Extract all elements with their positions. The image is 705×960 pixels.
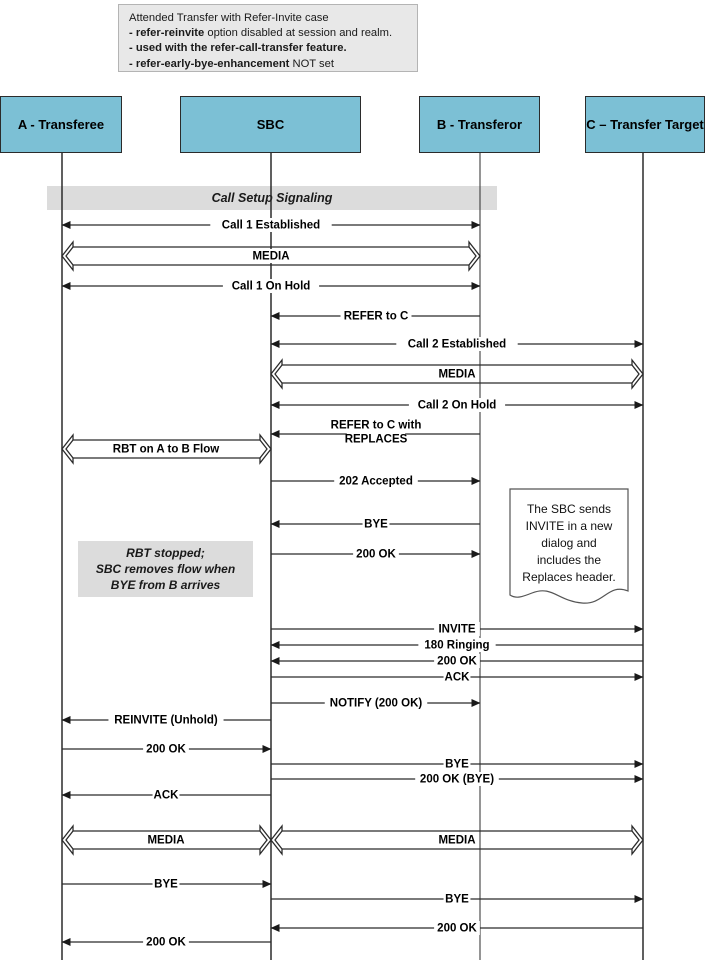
message-label-bye: BYE <box>364 519 388 531</box>
phase-band-call-setup-signaling: Call Setup Signaling <box>47 186 497 210</box>
note-rbt-line-1: RBT stopped; <box>126 546 205 560</box>
message-label-200-ok: 200 OK <box>437 656 477 668</box>
message-label-rbt-on-a-to-b-flow: RBT on A to B Flow <box>113 444 220 456</box>
actor-box-b-transferor[interactable]: B - Transferor <box>419 96 540 153</box>
message-label-bg <box>324 696 428 710</box>
note-rbt-line-3: BYE from B arrives <box>110 578 221 592</box>
message-label-bg <box>143 742 189 756</box>
message-label-bg <box>108 713 224 727</box>
message-label-call-2-on-hold: Call 2 On Hold <box>418 400 497 412</box>
message-label-call-1-established: Call 1 Established <box>222 220 320 232</box>
message-label-media: MEDIA <box>438 369 475 381</box>
message-label-bg <box>415 772 499 786</box>
message-label-bg <box>324 418 428 432</box>
message-label-invite: INVITE <box>438 624 475 636</box>
title-note-line-3: - used with the refer-call-transfer feat… <box>129 41 409 56</box>
message-label-bg <box>362 517 390 531</box>
message-label-call-2-established: Call 2 Established <box>408 339 506 351</box>
message-label-refer-to-c: REFER to C <box>344 311 409 323</box>
title-note-line-1: Attended Transfer with Refer-Invite case <box>129 12 329 24</box>
title-note-line-4-bold: - refer-early-bye-enhancement <box>129 57 290 70</box>
message-label-bye: BYE <box>154 879 178 891</box>
message-label-bg <box>437 367 477 381</box>
title-note-line-2-bold: - refer-reinvite <box>129 27 205 40</box>
message-label-bg <box>146 833 186 847</box>
message-label-202-accepted: 202 Accepted <box>339 476 413 488</box>
title-note-line-2: - refer-reinvite option disabled at sess… <box>129 26 409 41</box>
title-note-line-4: - refer-early-bye-enhancement NOT set <box>129 57 409 72</box>
message-label-bg <box>143 935 189 949</box>
message-22 <box>270 824 644 856</box>
torn-note-line-3: dialog and <box>541 536 597 550</box>
message-label-bg <box>418 638 496 652</box>
message-label-media: MEDIA <box>438 835 475 847</box>
message-label-media: MEDIA <box>252 251 289 263</box>
message-label-bg <box>210 218 332 232</box>
message-1 <box>61 240 481 272</box>
note-rbt-line-2: SBC removes flow when <box>95 562 236 576</box>
message-label-bg <box>251 249 291 263</box>
message-label-200-ok: 200 OK <box>146 744 186 756</box>
message-label-200-ok: 200 OK <box>356 549 396 561</box>
message-21 <box>61 824 272 856</box>
message-5 <box>270 358 644 390</box>
message-label-ack: ACK <box>154 790 180 802</box>
title-note: Attended Transfer with Refer-Invite case… <box>118 4 418 72</box>
message-label-bg <box>152 877 180 891</box>
message-label-bg <box>346 432 406 446</box>
torn-note-line-1: The SBC sends <box>526 502 612 516</box>
message-label-bye: BYE <box>445 894 469 906</box>
message-label-bye: BYE <box>445 759 469 771</box>
torn-note-line-4: includes the <box>536 553 602 567</box>
actor-box-sbc[interactable]: SBC <box>180 96 361 153</box>
message-label-bg <box>434 921 480 935</box>
message-label-media: MEDIA <box>147 835 184 847</box>
message-label-bg <box>340 309 412 323</box>
message-label-200-ok-bye: 200 OK (BYE) <box>420 774 494 786</box>
message-label-bg <box>334 474 418 488</box>
message-label-bg <box>105 442 227 456</box>
torn-note-shape <box>509 488 629 604</box>
message-label-bg <box>222 279 320 293</box>
message-label-bg <box>443 892 471 906</box>
torn-note-line-2: INVITE in a new <box>525 519 613 533</box>
message-label-bg <box>396 337 518 351</box>
message-label-notify-200-ok: NOTIFY (200 OK) <box>330 698 423 710</box>
message-label-replaces: REPLACES <box>345 434 408 446</box>
message-label-bg <box>408 398 506 412</box>
message-label-bg <box>152 788 180 802</box>
message-label-bg <box>443 757 471 771</box>
message-label-180-ringing: 180 Ringing <box>424 640 489 652</box>
actor-box-c-transfer-target[interactable]: C – Transfer Target <box>585 96 705 153</box>
title-note-line-3-bold: - used with the refer-call-transfer feat… <box>129 42 347 55</box>
message-label-reinvite-unhold: REINVITE (Unhold) <box>114 715 218 727</box>
message-label-call-1-on-hold: Call 1 On Hold <box>232 281 311 293</box>
message-label-bg <box>437 833 477 847</box>
message-label-bg <box>434 654 480 668</box>
message-label-200-ok: 200 OK <box>437 923 477 935</box>
actor-box-a-transferee[interactable]: A - Transferee <box>0 96 122 153</box>
message-8 <box>61 433 272 465</box>
message-label-refer-to-c-with: REFER to C with <box>331 420 422 432</box>
title-note-line-2-rest: option disabled at session and realm. <box>204 27 393 40</box>
message-label-200-ok: 200 OK <box>146 937 186 949</box>
message-label-ack: ACK <box>445 672 471 684</box>
title-note-line-4-rest: NOT set <box>289 57 334 70</box>
message-label-bg <box>353 547 399 561</box>
message-label-bg <box>443 670 471 684</box>
torn-note-line-5: Replaces header. <box>522 570 616 584</box>
message-label-bg <box>434 622 480 636</box>
